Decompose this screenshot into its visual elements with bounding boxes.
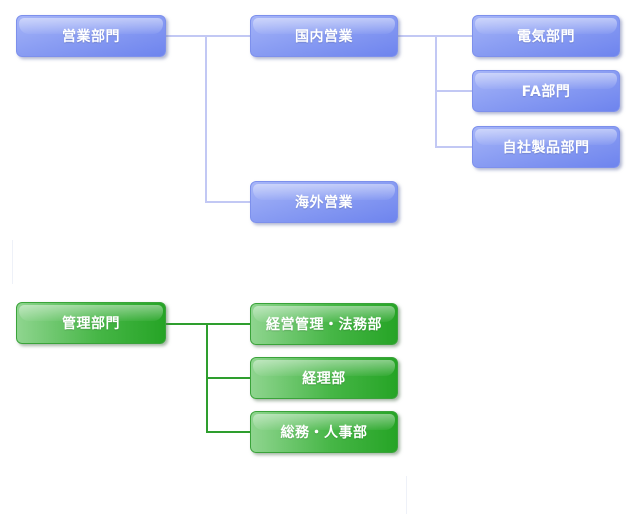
- node-label: 国内営業: [295, 29, 353, 45]
- node-label: 経理部: [302, 371, 346, 387]
- connector-admin-root: [166, 323, 250, 433]
- node-general-affairs-hr[interactable]: 総務・人事部: [250, 411, 398, 453]
- node-label: 管理部門: [62, 316, 120, 332]
- connector-sales-root: [166, 35, 250, 203]
- node-management-legal[interactable]: 経営管理・法務部: [250, 303, 398, 345]
- node-electrical-dept[interactable]: 電気部門: [472, 15, 620, 57]
- node-accounting[interactable]: 経理部: [250, 357, 398, 399]
- node-label: FA部門: [521, 84, 571, 100]
- faint-divider-left: [12, 240, 13, 284]
- node-label: 経営管理・法務部: [266, 317, 382, 333]
- node-sales-division[interactable]: 営業部門: [16, 15, 166, 57]
- node-domestic-sales[interactable]: 国内営業: [250, 15, 398, 57]
- node-label: 電気部門: [517, 29, 575, 45]
- node-fa-dept[interactable]: FA部門: [472, 70, 620, 112]
- node-label: 総務・人事部: [280, 425, 368, 441]
- sales-connectors: [166, 35, 472, 203]
- node-label: 営業部門: [62, 29, 120, 45]
- node-own-products-dept[interactable]: 自社製品部門: [472, 126, 620, 168]
- node-label: 自社製品部門: [502, 140, 590, 156]
- node-admin-division[interactable]: 管理部門: [16, 302, 166, 344]
- node-label: 海外営業: [295, 195, 353, 211]
- faint-divider-bottom: [406, 476, 407, 514]
- node-overseas-sales[interactable]: 海外営業: [250, 181, 398, 223]
- connector-domestic: [398, 35, 472, 148]
- admin-connectors: [166, 323, 250, 433]
